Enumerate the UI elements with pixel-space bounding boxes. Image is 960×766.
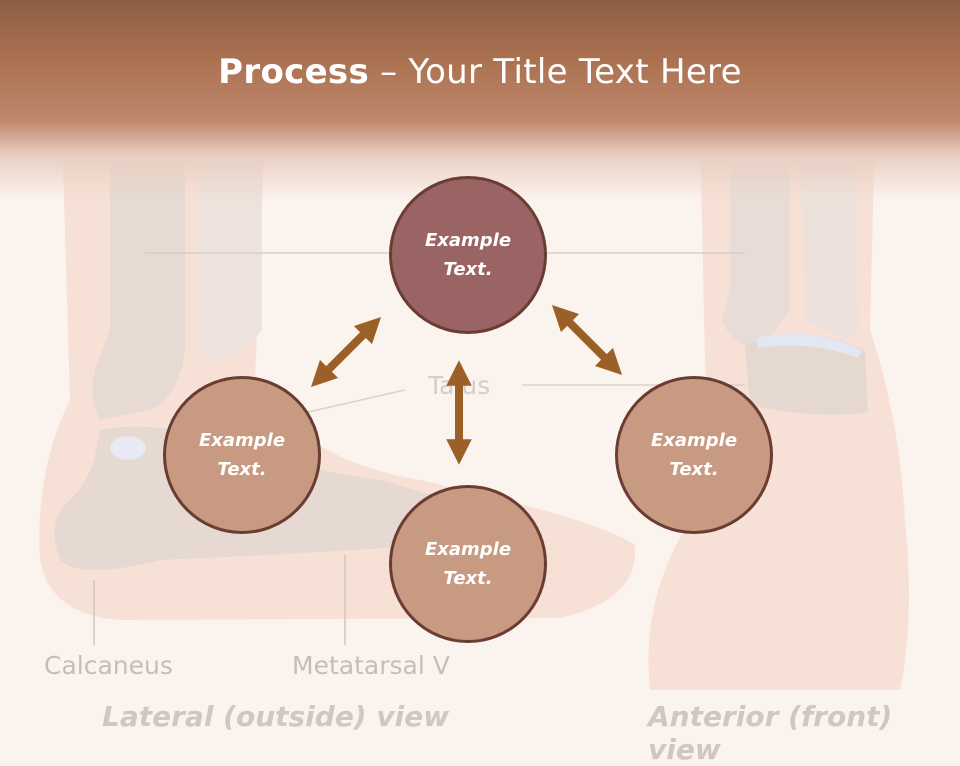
title-rest: – Your Title Text Here [369, 52, 742, 92]
process-node-top: Example Text. [389, 176, 547, 334]
process-node-bottom: Example Text. [389, 485, 547, 643]
label-calcaneus: Calcaneus [44, 651, 173, 680]
slide-title: Process – Your Title Text Here [0, 52, 960, 92]
arrow-top-right [551, 304, 623, 376]
title-bold: Process [218, 52, 370, 92]
process-arrows [310, 304, 623, 465]
process-node-right: Example Text. [615, 376, 773, 534]
node-text: Example Text. [198, 430, 286, 480]
node-text: Example Text. [424, 539, 512, 589]
title-bar [0, 0, 960, 200]
arrow-top-left [310, 316, 382, 388]
node-text: Example Text. [424, 230, 512, 280]
process-node-left: Example Text. [163, 376, 321, 534]
node-text: Example Text. [650, 430, 738, 480]
label-metatarsal: Metatarsal V [292, 651, 450, 680]
